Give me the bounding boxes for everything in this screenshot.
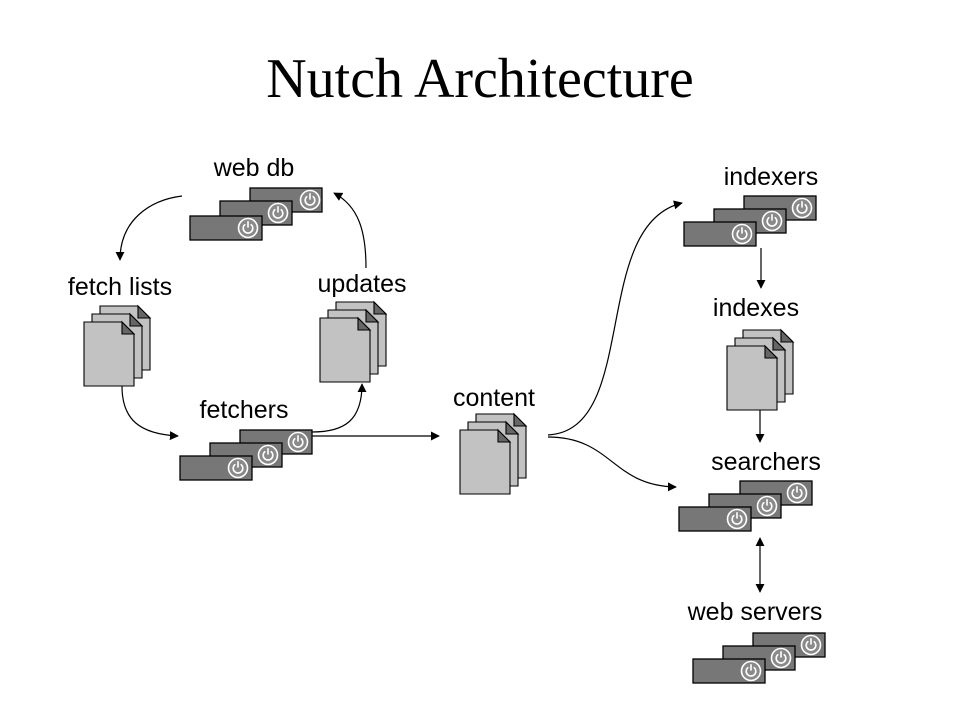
power-icon — [770, 647, 792, 669]
power-icon — [237, 217, 259, 239]
server-rack-icon — [179, 455, 253, 481]
power-icon — [740, 660, 762, 682]
document-stack-icon — [319, 316, 372, 383]
indexes-document-stack-icon — [726, 328, 795, 411]
power-icon — [761, 210, 783, 232]
fetchers-server-icon — [179, 429, 313, 481]
power-icon — [731, 223, 753, 245]
arrow-content-to-searchers — [547, 436, 677, 492]
power-icon — [287, 431, 309, 453]
updates-document-stack-icon — [319, 300, 388, 383]
label-web-servers: web servers — [687, 598, 823, 626]
content-document-stack-icon — [459, 412, 528, 495]
power-icon — [227, 457, 249, 479]
label-searchers: searchers — [711, 448, 821, 476]
server-rack-icon — [708, 493, 782, 519]
server-rack-icon — [189, 215, 263, 241]
power-icon — [257, 444, 279, 466]
searchers-server-icon — [678, 480, 813, 532]
power-icon — [299, 189, 321, 211]
indexers-server-icon — [683, 195, 817, 247]
diagram-title: Nutch Architecture — [266, 48, 694, 110]
arrow-updates-to-webdb — [333, 192, 367, 269]
document-stack-icon — [83, 320, 136, 387]
power-icon — [726, 508, 748, 530]
document-stack-icon — [459, 428, 512, 495]
power-icon — [786, 482, 808, 504]
power-icon — [800, 634, 822, 656]
label-web-db: web db — [213, 154, 295, 182]
label-fetch-lists: fetch lists — [68, 273, 172, 301]
arrow-content-to-indexers — [547, 200, 683, 436]
document-stack-icon — [726, 344, 779, 411]
web-servers-server-icon — [692, 632, 826, 684]
arrow-webdb-to-fetchlists — [115, 195, 183, 261]
label-fetchers: fetchers — [200, 396, 289, 424]
label-updates: updates — [318, 270, 407, 298]
server-rack-icon — [683, 221, 757, 247]
fetch-lists-document-stack-icon — [83, 304, 152, 387]
arrow-fetchers-to-updates — [311, 383, 367, 433]
server-rack-icon — [678, 506, 752, 532]
power-icon — [756, 495, 778, 517]
arrow-fetchlists-to-fetchers — [121, 385, 179, 441]
power-icon — [267, 202, 289, 224]
label-indexers: indexers — [724, 163, 819, 191]
label-content: content — [453, 384, 535, 412]
label-indexes: indexes — [713, 294, 799, 322]
server-rack-icon — [692, 658, 766, 684]
web-db-server-icon — [189, 187, 323, 241]
power-icon — [791, 197, 813, 219]
